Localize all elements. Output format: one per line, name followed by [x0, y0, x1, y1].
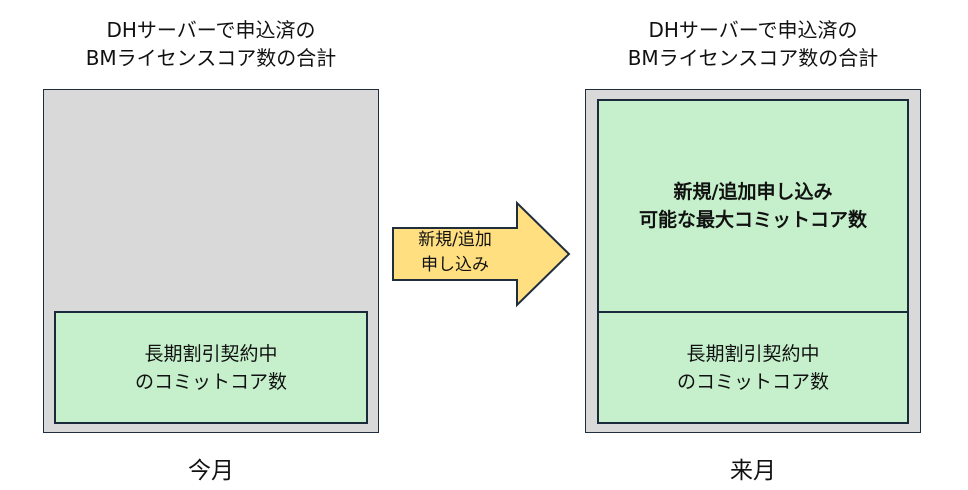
left-committed-line1: 長期割引契約中 [144, 342, 278, 365]
right-title: DHサーバーで申込済の BMライセンスコア数の合計 [585, 16, 921, 72]
left-title-line1: DHサーバーで申込済の [106, 18, 316, 42]
right-committed-line2: のコミットコア数 [676, 370, 829, 393]
arrow-shape [392, 200, 571, 308]
right-title-line1: DHサーバーで申込済の [648, 18, 858, 42]
right-max-line1: 新規/追加申し込み [673, 181, 833, 203]
arrow-label: 新規/追加 申し込み [393, 228, 517, 280]
right-committed-line1: 長期割引契約中 [686, 342, 820, 365]
left-month-label: 今月 [188, 458, 234, 484]
right-month-label: 来月 [730, 458, 776, 484]
right-max-commit-box: 新規/追加申し込み 可能な最大コミットコア数 [597, 99, 909, 313]
left-title: DHサーバーで申込済の BMライセンスコア数の合計 [43, 16, 379, 72]
right-max-line2: 可能な最大コミットコア数 [638, 209, 867, 231]
right-title-line2: BMライセンスコア数の合計 [627, 46, 879, 70]
left-committed-box: 長期割引契約中 のコミットコア数 [54, 311, 368, 424]
right-committed-box: 長期割引契約中 のコミットコア数 [597, 311, 909, 424]
left-title-line2: BMライセンスコア数の合計 [85, 46, 337, 70]
arrow-label-line2: 申し込み [421, 255, 489, 275]
arrow-label-line1: 新規/追加 [418, 230, 492, 250]
left-committed-line2: のコミットコア数 [134, 370, 287, 393]
